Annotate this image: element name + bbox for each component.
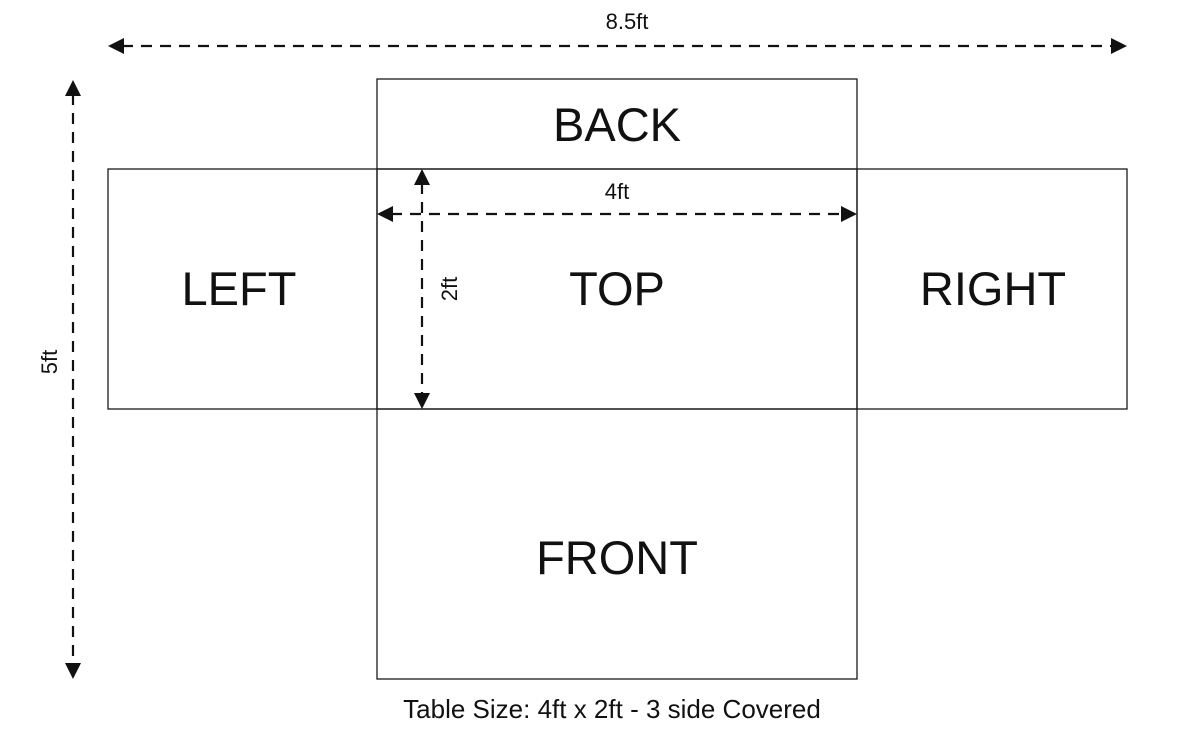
right-panel xyxy=(856,168,1128,410)
back-label: BACK xyxy=(553,98,681,151)
top-width-label: 4ft xyxy=(605,179,629,204)
overall-width-dimension: 8.5ft xyxy=(108,9,1127,54)
front-label: FRONT xyxy=(536,531,698,584)
top-depth-label: 2ft xyxy=(437,277,462,301)
front-panel xyxy=(376,408,858,680)
table-size-caption: Table Size: 4ft x 2ft - 3 side Covered xyxy=(403,694,821,724)
overall-height-dimension: 5ft xyxy=(37,80,81,679)
top-width-dimension: 4ft xyxy=(377,179,857,222)
overall-height-label: 5ft xyxy=(37,350,62,374)
overall-width-label: 8.5ft xyxy=(606,9,649,34)
top-depth-dimension: 2ft xyxy=(414,169,462,409)
right-label: RIGHT xyxy=(920,262,1066,315)
top-label: TOP xyxy=(569,262,665,315)
left-label: LEFT xyxy=(182,262,297,315)
